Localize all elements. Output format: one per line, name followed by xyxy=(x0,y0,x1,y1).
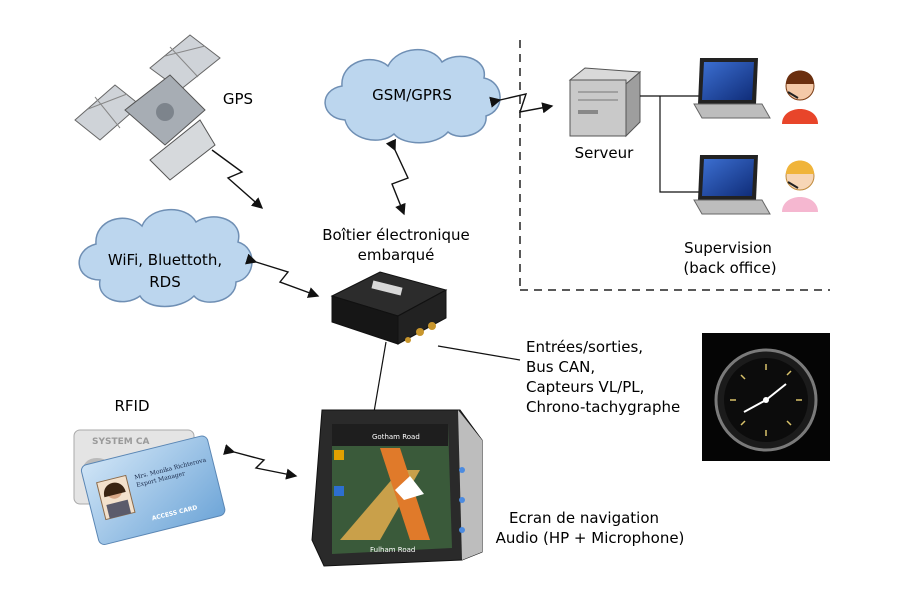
tachograph-icon xyxy=(702,333,830,461)
nav-sublabel: Audio (HP + Microphone) xyxy=(496,529,685,547)
gps-label: GPS xyxy=(223,90,253,108)
server-icon xyxy=(568,67,642,138)
satellite-icon xyxy=(74,34,221,181)
server-label: Serveur xyxy=(575,144,635,162)
laptop-icon xyxy=(693,155,771,215)
io-label: Bus CAN, xyxy=(526,358,595,376)
io-label: Chrono-tachygraphe xyxy=(526,398,680,416)
supervision-label: Supervision xyxy=(684,239,772,257)
wifi-cloud xyxy=(78,208,253,308)
wifi-box-link xyxy=(244,253,320,298)
operator-headset-icon xyxy=(782,70,818,124)
operator-headset-icon xyxy=(782,160,818,212)
onboard-box-icon xyxy=(330,271,448,345)
wifi-label: WiFi, Bluettoth, xyxy=(108,251,222,269)
gps-navigation-screen-icon: Gotham Road Fulham Road xyxy=(311,409,483,567)
supervision-sublabel: (back office) xyxy=(683,259,776,277)
io-label: Capteurs VL/PL, xyxy=(526,378,644,396)
gsm-label: GSM/GPRS xyxy=(372,86,452,104)
laptop-icon xyxy=(693,58,771,119)
rfid-screen-link xyxy=(223,444,298,480)
box-sublabel: embarqué xyxy=(358,246,435,264)
rds-label: RDS xyxy=(149,273,181,291)
gsm-server-link xyxy=(489,93,554,114)
box-label: Boîtier électronique xyxy=(322,226,470,244)
box-io-cable xyxy=(437,345,521,361)
rfid-label: RFID xyxy=(114,397,149,415)
gsm-box-link xyxy=(385,138,409,216)
gps-screen-street-top: Gotham Road xyxy=(372,433,420,441)
gps-wireless-link xyxy=(211,149,264,209)
io-label: Entrées/sorties, xyxy=(526,338,643,356)
access-card-icon: Mrs. Monika Richterova Export Manager AC… xyxy=(80,435,226,545)
gsm-cloud xyxy=(324,48,501,144)
server-link-bottom xyxy=(659,96,700,193)
gps-screen-street-bottom: Fulham Road xyxy=(370,546,415,554)
box-screen-cable xyxy=(373,341,387,413)
system-card-header: SYSTEM CA xyxy=(92,437,149,447)
nav-label: Ecran de navigation xyxy=(509,509,659,527)
